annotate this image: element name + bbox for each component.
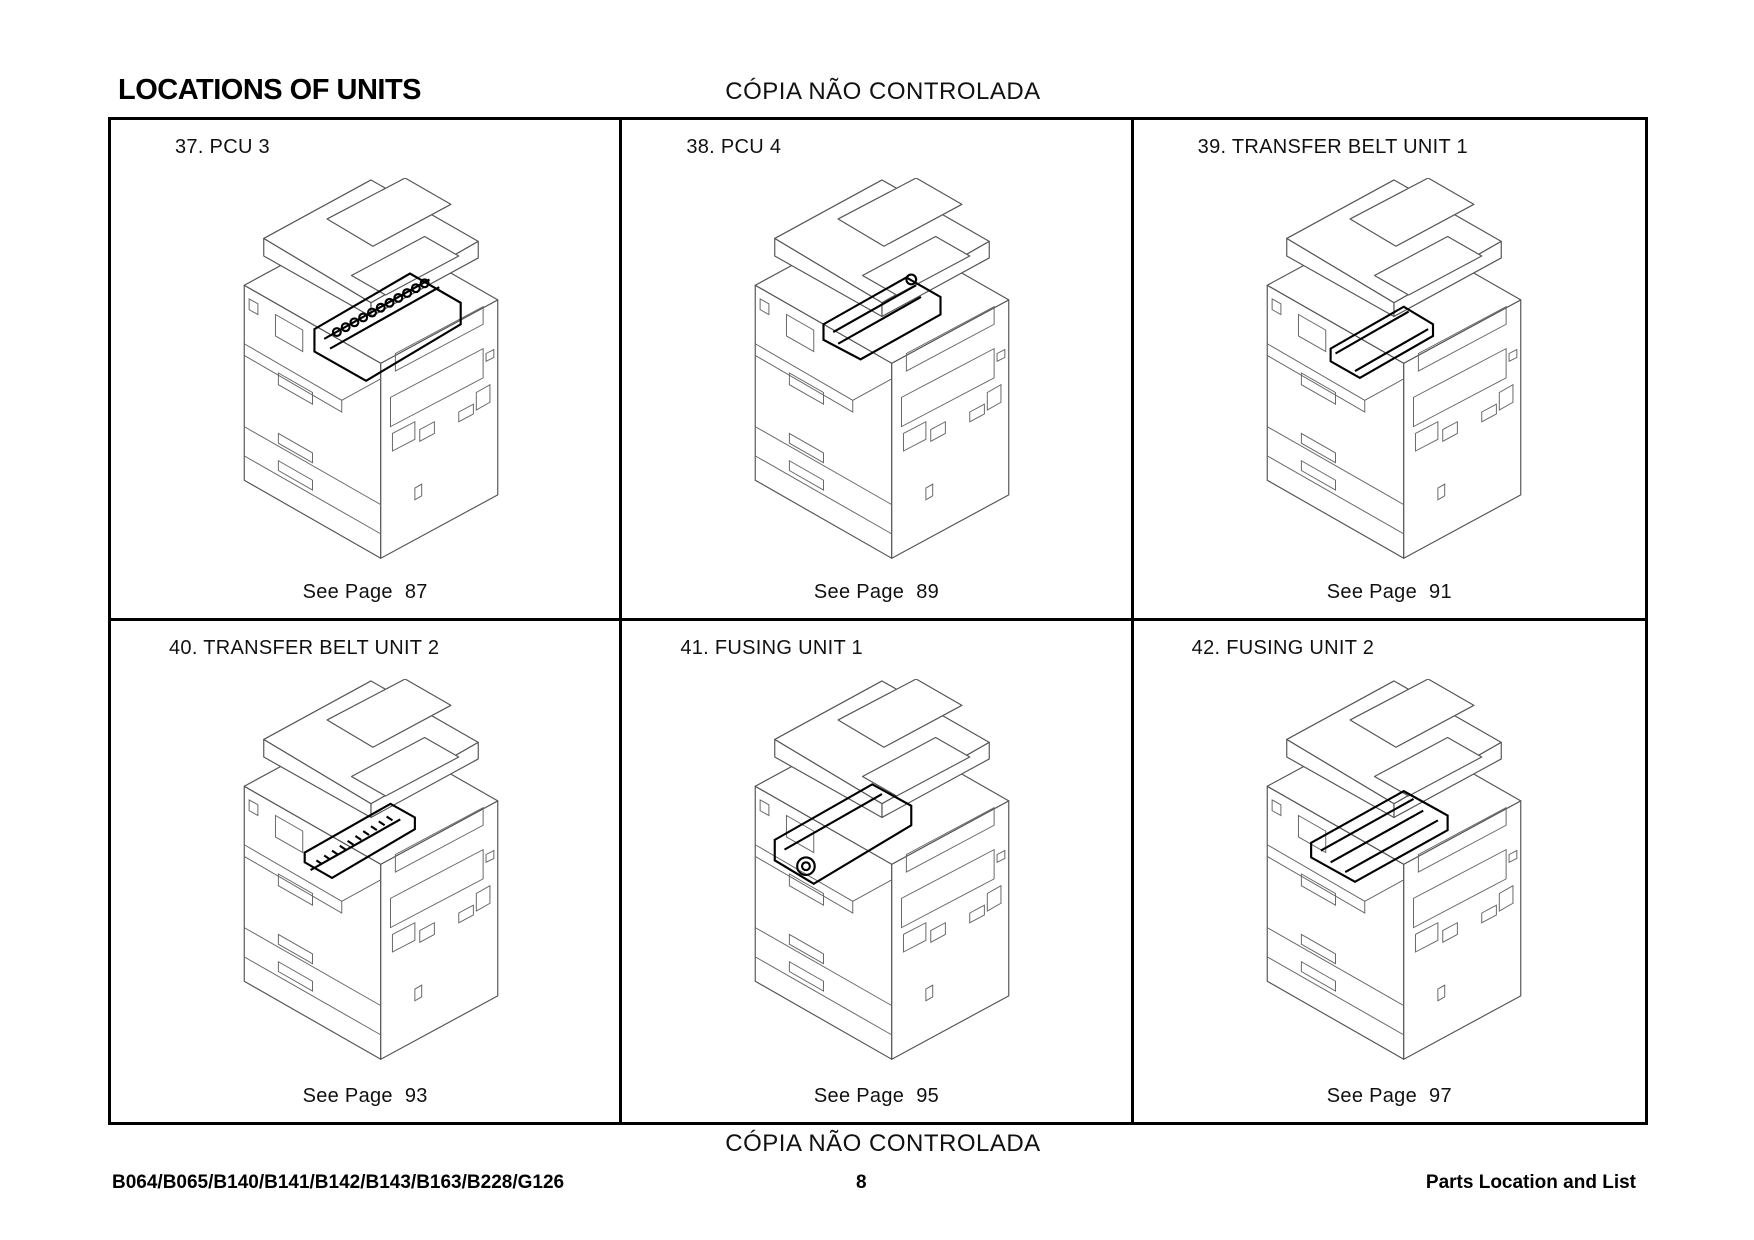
unit-cell: 37. PCU 3 [111,120,623,621]
see-page-label: See Page [813,1085,905,1107]
unit-cell: 42. FUSING UNIT 2 [1134,621,1645,1122]
see-page-number: 91 [1429,581,1452,603]
unit-title: 41. FUSING UNIT 1 [680,637,863,659]
unit-cell: 41. FUSING UNIT 1 [622,621,1134,1122]
see-page-label: See Page [1326,1085,1418,1107]
footer-page-number: 8 [856,1172,867,1193]
footer-model-list: B064/B065/B140/B141/B142/B143/B163/B228/… [112,1172,565,1193]
see-page-reference: See Page 95 [622,1085,1130,1108]
see-page-number: 95 [916,1085,940,1107]
unit-title: 40. TRANSFER BELT UNIT 2 [169,637,440,659]
footer-section-title: Parts Location and List [1425,1172,1636,1193]
copier-illustration [722,177,1042,568]
watermark-bottom: CÓPIA NÃO CONTROLADA [725,1130,1041,1157]
unit-cell: 39. TRANSFER BELT UNIT 1 [1133,120,1645,621]
copier-line-art [243,177,499,559]
copier-line-art [1266,177,1521,559]
copier-line-art [243,678,499,1060]
see-page-reference: See Page 97 [1134,1085,1645,1108]
see-page-reference: See Page 93 [111,1085,619,1108]
unit-title: 42. FUSING UNIT 2 [1191,637,1375,659]
unit-title: 39. TRANSFER BELT UNIT 1 [1197,136,1468,158]
see-page-label: See Page [302,1085,393,1107]
copier-illustration [211,678,531,1069]
see-page-number: 97 [1429,1085,1452,1107]
see-page-reference: See Page 91 [1134,581,1645,604]
see-page-reference: See Page 89 [622,581,1130,604]
see-page-label: See Page [1326,581,1418,603]
see-page-number: 93 [404,1085,428,1107]
units-grid: 37. PCU 3 [108,117,1648,1125]
copier-illustration [211,177,531,568]
see-page-number: 89 [916,581,940,603]
copier-illustration [1234,678,1554,1069]
watermark-top: CÓPIA NÃO CONTROLADA [725,78,1041,105]
see-page-number: 87 [404,581,428,603]
copier-illustration [722,678,1042,1069]
see-page-label: See Page [302,581,393,603]
copier-line-art [1266,678,1521,1060]
unit-cell: 38. PCU 4 [622,120,1134,621]
see-page-label: See Page [813,581,905,603]
copier-illustration [1234,177,1554,568]
see-page-reference: See Page 87 [111,581,619,604]
copier-line-art [754,678,1010,1060]
unit-cell: 40. TRANSFER BELT UNIT 2 [111,621,623,1122]
unit-title: 38. PCU 4 [686,136,782,158]
copier-line-art [754,177,1010,559]
unit-title: 37. PCU 3 [175,136,270,158]
page-title: LOCATIONS OF UNITS [118,74,422,106]
